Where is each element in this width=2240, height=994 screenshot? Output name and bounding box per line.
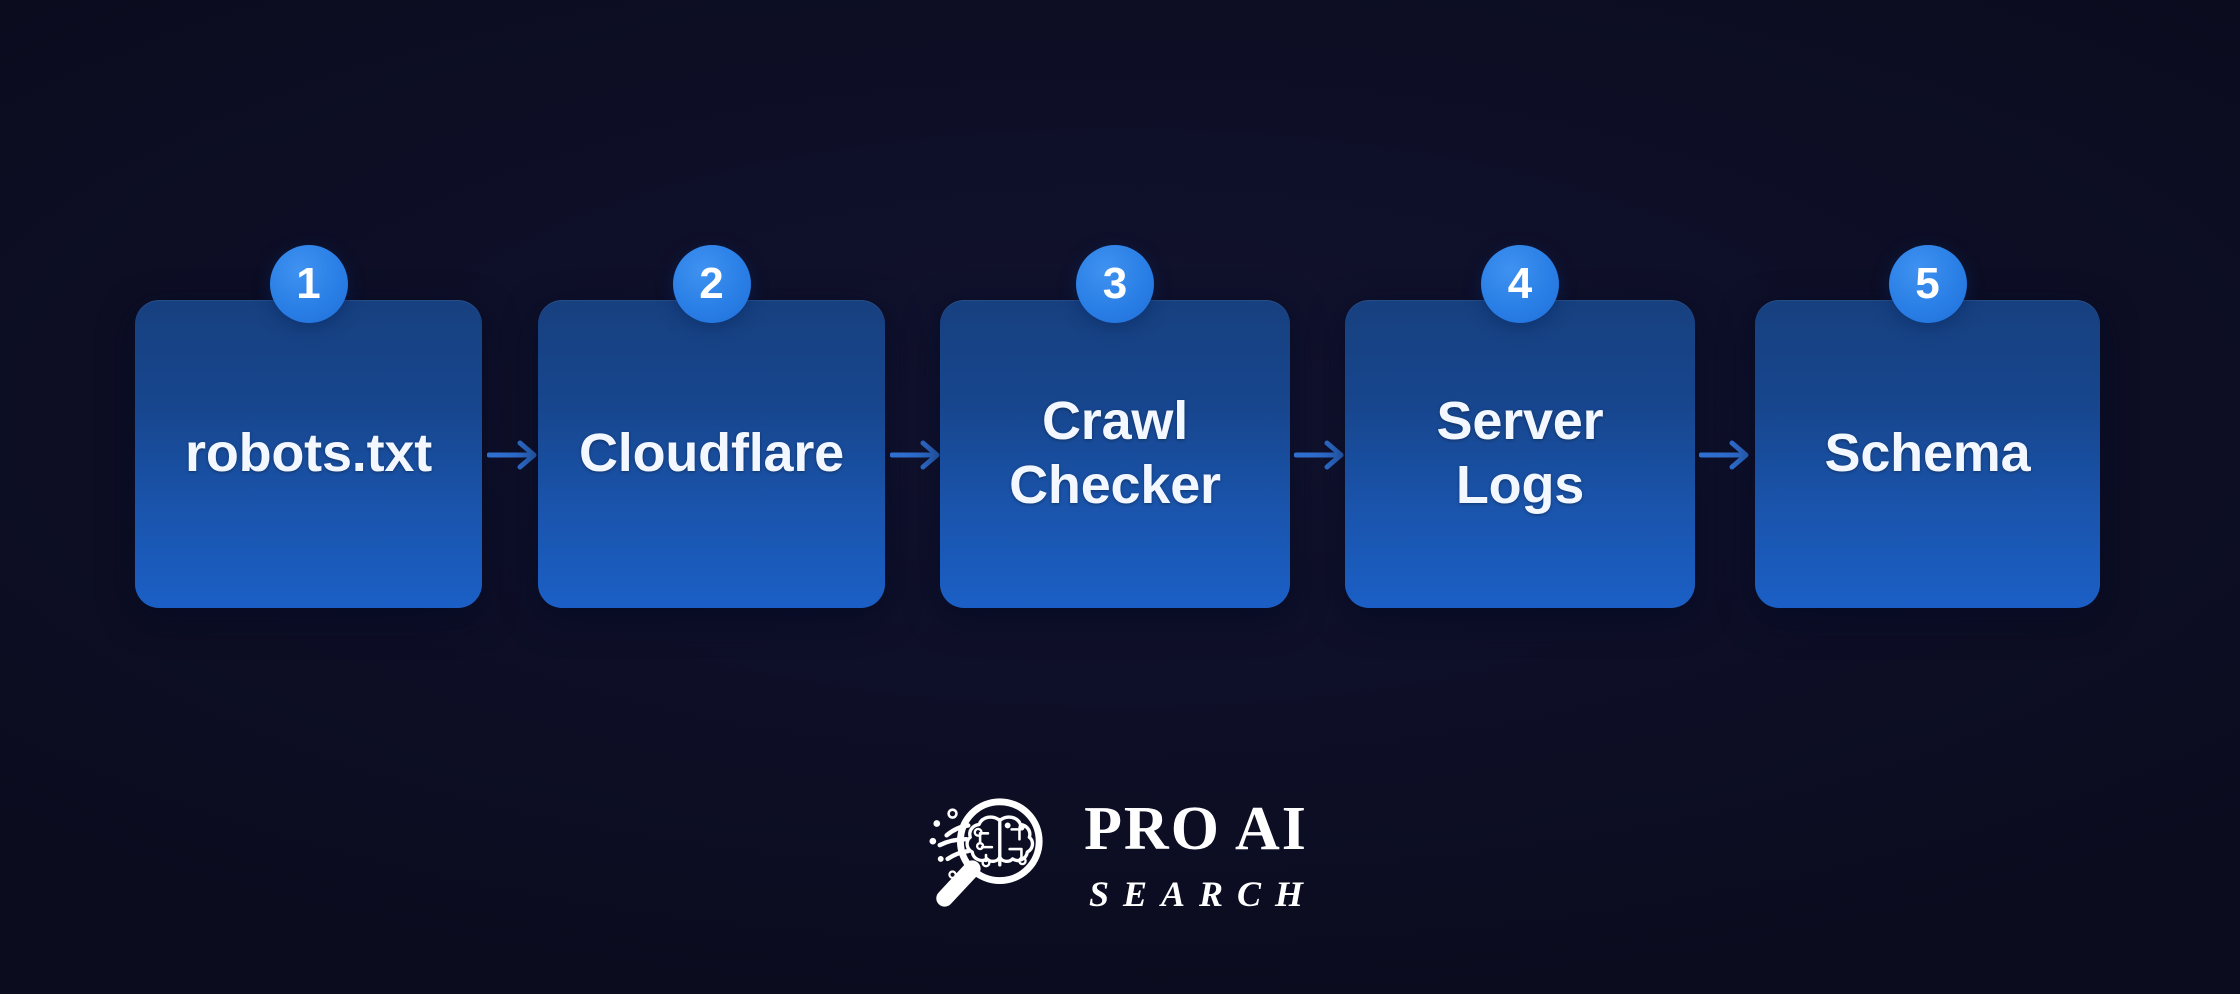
- step-number-badge-1: 1: [269, 245, 348, 323]
- step-number-5: 5: [1915, 259, 1940, 308]
- step-number-1: 1: [296, 259, 321, 308]
- flow-step-4[interactable]: 4 Server Logs: [1345, 245, 1695, 608]
- step-label-4: Server Logs: [1436, 391, 1604, 515]
- step-number-4: 4: [1507, 259, 1533, 308]
- step-number-3: 3: [1102, 259, 1128, 308]
- flow-step-1[interactable]: 1 robots.txt: [135, 245, 482, 608]
- flow-step-5[interactable]: 5 Schema: [1755, 245, 2100, 608]
- step-number-badge-3: 3: [1076, 245, 1154, 323]
- brand-title: PRO AI: [1084, 795, 1308, 863]
- process-flow-row: 1 robots.txt 2 Cloudflare: [0, 245, 2240, 610]
- step-number-badge-4: 4: [1481, 245, 1559, 323]
- step-number-badge-2: 2: [672, 245, 751, 323]
- step-number-badge-5: 5: [1888, 245, 1967, 323]
- step-number-2: 2: [699, 259, 724, 308]
- brand-wordmark: PRO AI SEARCH: [1075, 794, 1317, 912]
- flow-step-3[interactable]: 3 Crawl Checker: [940, 245, 1290, 608]
- brand-subtitle: SEARCH: [1088, 874, 1318, 914]
- arrow-right-icon-1: [487, 433, 543, 477]
- magnifier-brain-circuit-icon: [929, 798, 1043, 907]
- step-label-1: robots.txt: [185, 423, 432, 484]
- arrow-right-icon-2: [890, 433, 946, 477]
- step-label-3: Crawl Checker: [1009, 391, 1221, 515]
- step-label-5: Schema: [1824, 423, 2031, 484]
- brand-logo: PRO AI SEARCH: [0, 778, 2240, 928]
- arrow-right-icon-3: [1294, 433, 1350, 477]
- flow-step-2[interactable]: 2 Cloudflare: [538, 245, 885, 608]
- step-label-2: Cloudflare: [578, 423, 845, 484]
- arrow-right-icon-4: [1699, 433, 1755, 477]
